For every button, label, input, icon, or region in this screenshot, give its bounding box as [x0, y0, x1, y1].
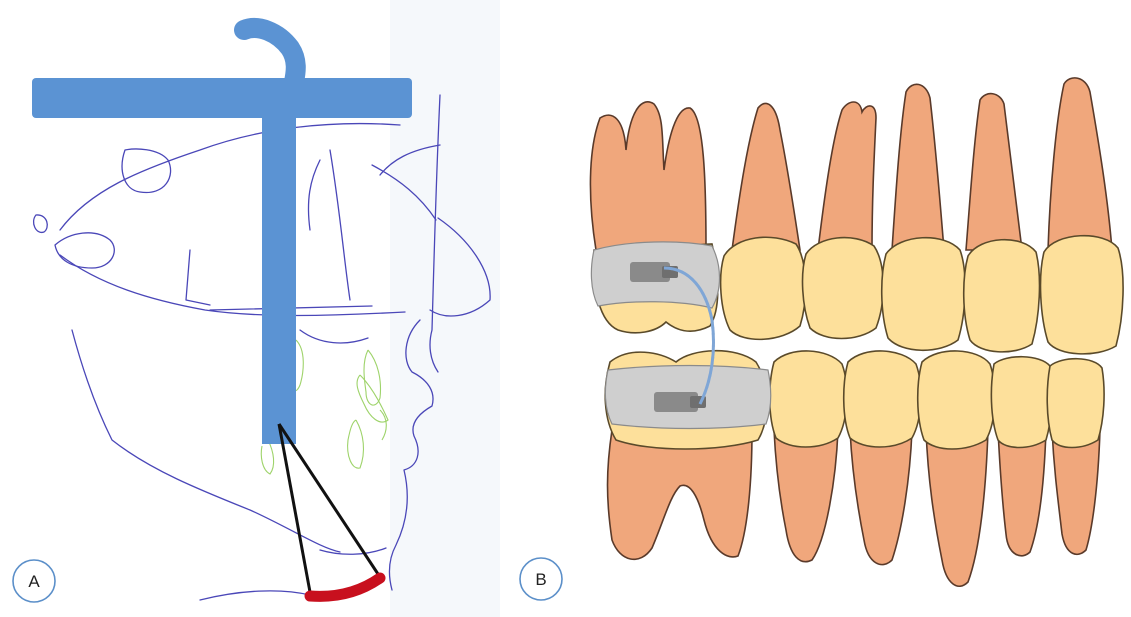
upper-tooth-root-4	[892, 84, 944, 250]
upper-crown-3	[803, 238, 884, 339]
appliance-vertical-bar	[262, 108, 296, 444]
lower-tooth-root-6	[1052, 430, 1100, 554]
lower-molar-band	[605, 366, 770, 429]
upper-tooth-root-5	[966, 94, 1022, 250]
upper-tooth-root-6	[1048, 78, 1112, 250]
lower-tooth-root-5	[998, 430, 1046, 556]
panel-label-b: B	[520, 558, 562, 600]
upper-molar-root	[590, 102, 706, 250]
panel-b: B	[520, 78, 1123, 600]
upper-crown-4	[882, 238, 965, 351]
panel-label-b-text: B	[535, 570, 546, 589]
lower-crown-3	[844, 351, 921, 447]
upper-tooth-root-3	[818, 102, 876, 250]
force-vector-lines	[279, 424, 380, 596]
upper-roots	[590, 78, 1112, 250]
red-arc	[310, 578, 380, 596]
panel-label-a: A	[13, 560, 55, 602]
lower-crown-5	[991, 357, 1052, 448]
lower-crown-4	[918, 351, 995, 449]
lower-roots	[608, 430, 1101, 586]
lower-tooth-root-3	[850, 430, 912, 565]
upper-molar-band	[591, 242, 719, 308]
upper-crown-2	[721, 237, 806, 339]
upper-crown-6	[1041, 236, 1124, 354]
upper-tooth-root-2	[732, 103, 800, 250]
appliance-hook	[244, 28, 296, 82]
lower-tooth-root-4	[926, 430, 988, 586]
panel-a: A	[13, 0, 500, 617]
panel-label-a-text: A	[28, 572, 40, 591]
appliance-horizontal-bar	[32, 78, 412, 118]
lower-crown-2	[770, 351, 847, 447]
t-bar-appliance	[32, 28, 412, 444]
upper-crown-5	[964, 240, 1040, 352]
lower-tooth-root-2	[774, 430, 838, 562]
lower-crown-6	[1047, 359, 1104, 448]
